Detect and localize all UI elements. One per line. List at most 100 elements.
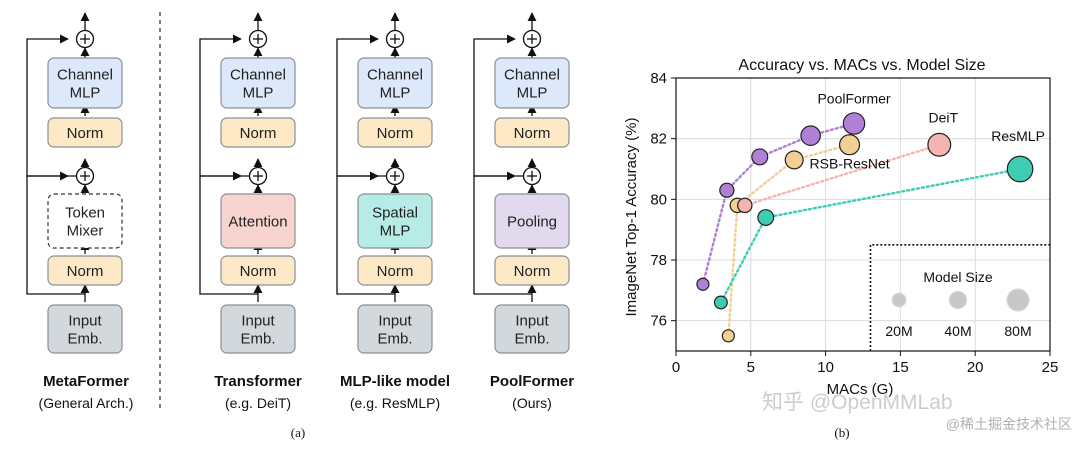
input-embedding-block-label-line: Input <box>515 312 549 329</box>
norm-bottom-block <box>494 255 570 286</box>
channel-mlp-block <box>494 57 570 109</box>
token-mixer-block-label-line: Pooling <box>507 213 557 230</box>
input-embedding-block <box>357 304 433 354</box>
x-axis-label: MACs (G) <box>827 381 894 398</box>
series-label-deit: DeiT <box>929 110 959 126</box>
norm-bottom-block-label: Norm <box>377 263 414 280</box>
norm-bottom-block-label-line: Norm <box>67 263 104 280</box>
data-point-rsb-resnet <box>838 134 861 156</box>
x-tick-label: 5 <box>747 359 755 376</box>
token-mixer-block <box>357 193 433 249</box>
x-tick-label: 20 <box>967 359 984 376</box>
series-label-poolformer: PoolFormer <box>817 91 890 107</box>
size-legend-entry: 80M <box>1004 323 1031 339</box>
norm-bottom-block-label-line: Norm <box>240 263 277 280</box>
size-legend-marker <box>948 290 968 310</box>
x-tick-label: 10 <box>817 359 834 376</box>
architecture-subtitle: (General Arch.) <box>39 395 134 411</box>
input-embedding-block-label-line: Input <box>241 312 275 329</box>
channel-mlp-block <box>357 57 433 109</box>
norm-top-block-label-line: Norm <box>377 125 414 142</box>
input-embedding-block <box>47 304 123 354</box>
data-point-poolformer <box>696 277 710 291</box>
channel-mlp-block <box>47 57 123 109</box>
token-mixer-block <box>47 193 123 249</box>
norm-top-block-label-line: Norm <box>67 125 104 142</box>
chart-title: Accuracy vs. MACs vs. Model Size <box>738 57 985 74</box>
panel-a-caption: (a) <box>291 425 305 440</box>
channel-mlp-block-label-line: Channel <box>57 66 113 83</box>
skip-connection-bottom <box>336 171 395 295</box>
norm-bottom-block-label: Norm <box>67 263 104 280</box>
data-point-resmlp <box>757 209 775 226</box>
data-point-poolformer <box>800 125 821 146</box>
channel-mlp-block-label-line: MLP <box>70 84 101 101</box>
norm-top-block-label-line: Norm <box>514 125 551 142</box>
input-embedding-block-label-line: Emb. <box>377 330 412 347</box>
norm-top-block-label: Norm <box>514 125 551 142</box>
token-mixer-block-label: Pooling <box>507 213 557 230</box>
norm-top-block-label: Norm <box>240 125 277 142</box>
series-points <box>696 112 1034 343</box>
x-tick-label: 15 <box>892 359 909 376</box>
norm-top-block-label: Norm <box>67 125 104 142</box>
data-point-poolformer <box>842 112 866 135</box>
size-legend-entry: 20M <box>885 323 912 339</box>
token-mixer-block-label: Attention <box>228 213 287 230</box>
data-point-poolformer <box>719 182 735 198</box>
plot-frame <box>675 77 1051 352</box>
token-mixer-block-label-line: Attention <box>228 213 287 230</box>
size-legend-marker <box>1006 288 1030 312</box>
token-mixer-block-label-line: Token <box>65 204 105 221</box>
architecture-title: PoolFormer <box>490 373 574 390</box>
y-tick-label: 80 <box>650 191 667 208</box>
channel-mlp-block-label-line: Channel <box>367 66 423 83</box>
token-mixer-block-label-line: Mixer <box>67 222 104 239</box>
norm-top-block-label: Norm <box>377 125 414 142</box>
norm-bottom-block-label: Norm <box>240 263 277 280</box>
norm-bottom-block <box>47 255 123 286</box>
watermark-zhihu: 知乎 @OpenMMLab <box>762 391 953 414</box>
x-tick-label: 0 <box>672 359 680 376</box>
channel-mlp-block-label-line: MLP <box>517 84 548 101</box>
y-tick-label: 78 <box>650 252 667 269</box>
norm-bottom-block-label: Norm <box>514 263 551 280</box>
size-legend-box <box>869 244 1050 351</box>
norm-bottom-block <box>220 255 296 286</box>
channel-mlp-block-label-line: Channel <box>230 66 286 83</box>
norm-bottom-block-label-line: Norm <box>377 263 414 280</box>
input-embedding-block-label-line: Emb. <box>67 330 102 347</box>
token-mixer-block <box>220 193 296 249</box>
input-embedding-block-label-line: Input <box>378 312 412 329</box>
data-point-deit <box>737 197 753 214</box>
size-legend-entry: 40M <box>944 323 971 339</box>
architecture-subtitle: (e.g. DeiT) <box>225 395 291 411</box>
data-point-resmlp <box>713 295 728 310</box>
watermark-juejin: @稀土掘金技术社区 <box>946 416 1072 432</box>
skip-connection-bottom <box>473 171 532 295</box>
channel-mlp-block <box>220 57 296 109</box>
input-embedding-block-label-line: Emb. <box>240 330 275 347</box>
architecture-title: MetaFormer <box>43 373 129 390</box>
y-tick-label: 84 <box>650 70 667 87</box>
data-point-rsb-resnet <box>721 329 735 343</box>
size-legend-marker <box>891 292 907 308</box>
data-point-resmlp <box>1006 155 1034 183</box>
skip-connection-bottom <box>26 171 85 295</box>
norm-top-block-label-line: Norm <box>240 125 277 142</box>
